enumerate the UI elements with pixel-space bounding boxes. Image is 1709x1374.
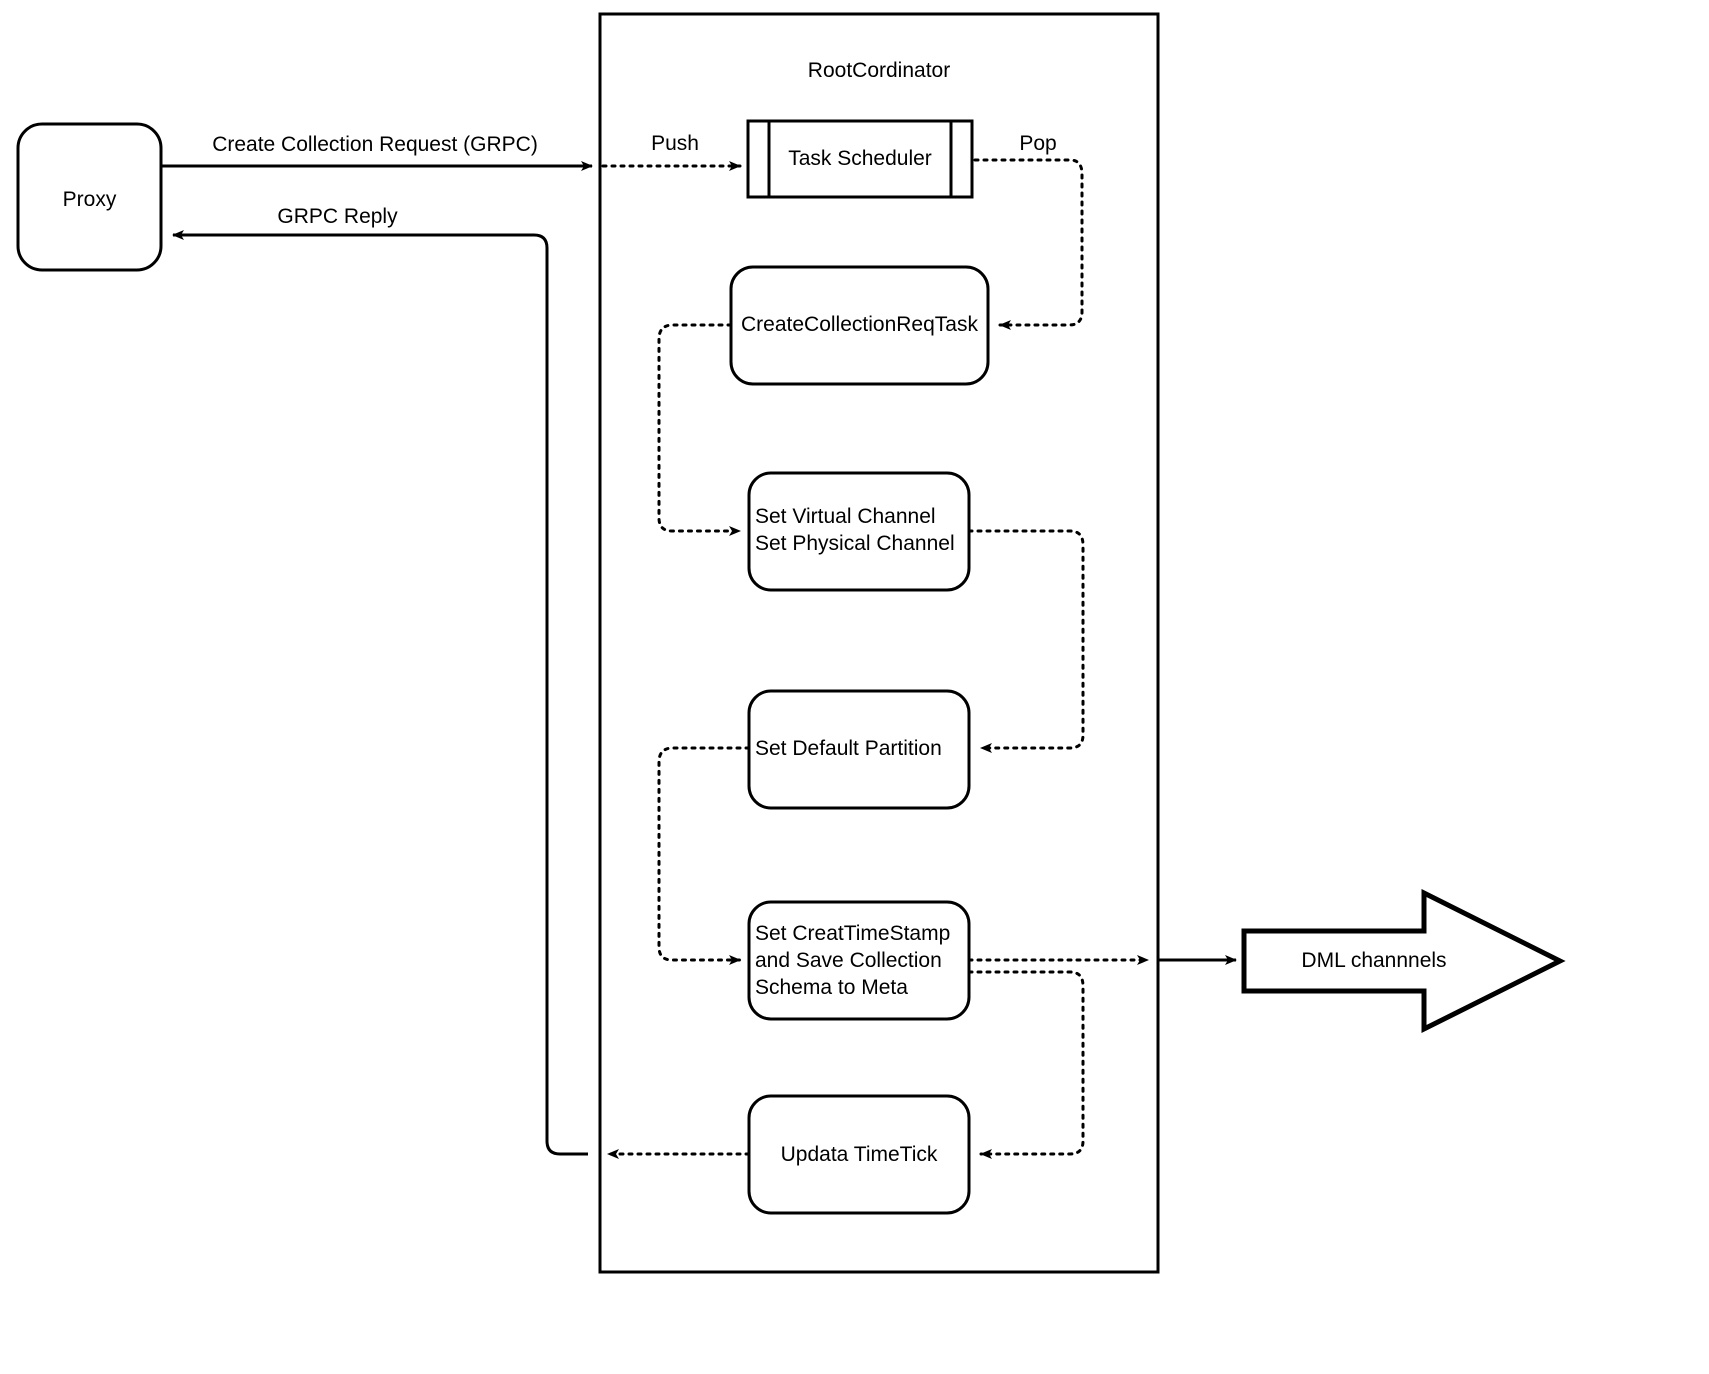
- create-collection-req-task-label: CreateCollectionReqTask: [741, 313, 978, 336]
- proxy-label: Proxy: [62, 188, 117, 211]
- edge-create-timestamp-to-update-timetick: [967, 970, 1085, 1159]
- edge-label-create-collection-request: Create Collection Request (GRPC): [212, 133, 538, 156]
- proxy-node-shape[interactable]: [16, 122, 163, 272]
- edge-default-partition-to-create-timestamp: [657, 746, 751, 965]
- set-create-timestamp-label-line3: Schema to Meta: [755, 976, 908, 999]
- edge-pop: [973, 158, 1084, 330]
- set-channels-label-line2: Set Physical Channel: [755, 532, 955, 555]
- rootcoordinator-label: RootCordinator: [807, 59, 951, 82]
- task-scheduler-node-shape[interactable]: [746, 119, 974, 199]
- set-default-partition-label: Set Default Partition: [755, 737, 942, 760]
- edge-label-pop: Pop: [1019, 132, 1057, 155]
- edge-label-push: Push: [651, 132, 699, 155]
- dml-channels-node-shape[interactable]: [1241, 888, 1566, 1034]
- dml-channels-label: DML channnels: [1301, 949, 1447, 972]
- edge-label-grpc-reply: GRPC Reply: [277, 205, 398, 228]
- set-create-timestamp-label-line1: Set CreatTimeStamp: [755, 922, 951, 945]
- set-create-timestamp-label-line2: and Save Collection: [755, 949, 942, 972]
- rootcoordinator-container: [598, 12, 1160, 1274]
- edge-task-to-set-channels: [657, 323, 742, 536]
- set-channels-label-line1: Set Virtual Channel: [755, 505, 936, 528]
- task-scheduler-label: Task Scheduler: [788, 147, 932, 170]
- edge-set-channels-to-default-partition: [967, 529, 1085, 753]
- edge-grpc-reply: [172, 230, 588, 1156]
- update-timetick-label: Updata TimeTick: [780, 1143, 938, 1166]
